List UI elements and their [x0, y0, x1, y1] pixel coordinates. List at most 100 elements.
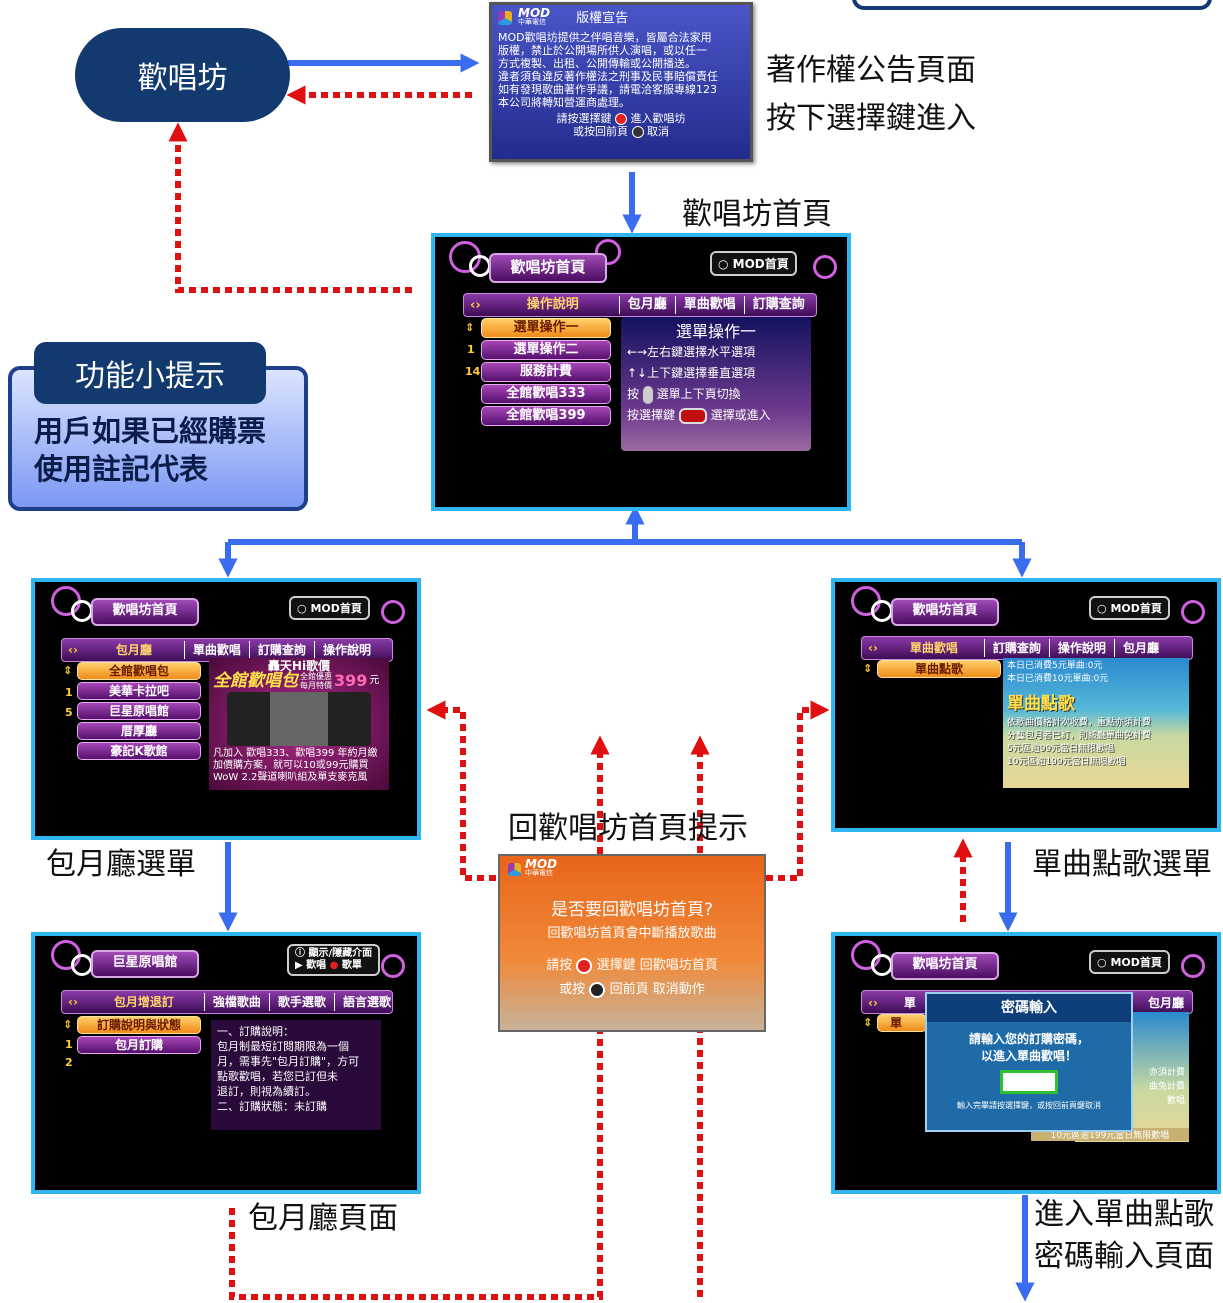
tab-singer[interactable]: 歌手選歌	[270, 993, 335, 1011]
desc-line: 包月制最短訂閱期限為一個	[217, 1040, 349, 1053]
subscribe-title: 巨星原唱館	[91, 950, 199, 978]
tab-monthly[interactable]: 包月廳	[1122, 641, 1159, 655]
promo-big: 全館歡唱包	[213, 671, 298, 691]
page-bottom: 14	[465, 365, 481, 378]
mod-logo-icon	[508, 862, 521, 876]
tab-single[interactable]: 單曲歡唱	[185, 641, 250, 659]
mod-home-label: MOD首頁	[1110, 956, 1162, 969]
password-prompt: 請輸入您的訂購密碼，	[968, 1032, 1089, 1046]
single-info: 本日已消費10元單曲:0元	[1007, 674, 1109, 684]
sing-hint: 歡唱	[306, 960, 327, 971]
pwd-entry-label-2: 密碼輸入頁面	[1034, 1239, 1214, 1274]
password-dialog: 密碼輸入 請輸入您的訂購密碼， 以進入單曲歡唱！ 輸入完畢請按選擇鍵，或按回前頁…	[925, 992, 1133, 1132]
mod-home-button[interactable]: ○ MOD首頁	[1089, 596, 1170, 620]
copyright-line: 如有發現歌曲著作爭議，請電洽客服專線123	[498, 83, 717, 96]
tab-order[interactable]: 訂購查詢	[985, 639, 1050, 657]
tab-monthly[interactable]: 包月廳	[84, 641, 185, 659]
monthly-screen: 歡唱坊首頁 ○ MOD首頁 ‹› 包月廳 單曲歡唱 訂購查詢 操作說明 ⇕ 1 …	[31, 578, 421, 840]
copyright-title: 版權宣告	[576, 10, 629, 26]
return-question: 是否要回歡唱坊首頁?	[550, 900, 714, 920]
enter-hint: 請按選擇鍵	[556, 112, 612, 125]
promo-title: 轟天Hi歌價	[267, 659, 331, 673]
mod-home-label: MOD首頁	[310, 602, 362, 615]
password-prompt: 以進入單曲歡唱！	[980, 1049, 1077, 1063]
tab-monthly[interactable]: 包月廳	[1147, 995, 1184, 1010]
promo-price: 399	[334, 671, 368, 690]
single-line: 10元區逾199元當日無限歡唱	[1007, 757, 1126, 767]
page-top: 1	[65, 1038, 73, 1051]
promo-line: WoW 2.2聲道喇叭組及單支麥克風	[213, 772, 368, 783]
home-menu-item[interactable]: 服務計費	[481, 362, 611, 382]
page-bottom: 2	[65, 1056, 73, 1069]
left-right-icon: ‹›	[68, 995, 78, 1009]
home-menu-item[interactable]: 全館歡唱399	[481, 406, 611, 426]
tip-line: 用戶如果已經購票	[34, 414, 267, 448]
subscribe-menu-item[interactable]: 包月訂購	[77, 1036, 201, 1054]
single-line: 分藝包月者已訂，則該廳單曲免計費	[1007, 731, 1152, 741]
mod-home-label: MOD首頁	[1110, 602, 1162, 615]
copyright-desc-2: 按下選擇鍵進入	[766, 101, 976, 136]
tab-operation[interactable]: 操作說明	[322, 643, 371, 657]
promo-line: 凡加入 歡唱333、歡唱399 年約月繳	[213, 748, 378, 759]
tab-order[interactable]: 訂購查詢	[752, 297, 805, 312]
page-key-icon	[642, 385, 653, 404]
monthly-menu-item[interactable]: 豪記K歌館	[77, 742, 201, 760]
mod-home-button[interactable]: ○ MOD首頁	[289, 596, 370, 620]
cancel-action[interactable]: 取消	[647, 125, 669, 138]
tab-operation[interactable]: 操作說明	[487, 296, 620, 314]
tab-single[interactable]: 單曲歡唱	[884, 639, 985, 657]
home-help-panel: 選單操作一 ←→左右鍵選擇水平選項 ↑↓上下鍵選擇垂直選項 按 選單上下頁切換 …	[621, 317, 811, 451]
cancel-key: 回前頁	[609, 982, 649, 997]
single-title: 歡唱坊首頁	[891, 598, 999, 626]
playlist-hint: 歌單	[341, 960, 362, 971]
tab-single[interactable]: 單曲歡唱	[676, 296, 745, 314]
tab-operation[interactable]: 操作說明	[1050, 639, 1115, 657]
confirm-action[interactable]: 回歡唱坊首頁	[639, 958, 718, 973]
single-menu-item[interactable]: 單曲點歌	[877, 660, 1001, 678]
copyright-screen: MOD 中華電信 版權宣告 MOD歡唱坊提供之伴唱音樂，皆屬合法家用 版權，禁止…	[489, 2, 753, 162]
single-line: 依歌曲價格計次收費，重點亦須計費	[1007, 718, 1152, 728]
subscribe-menu-item[interactable]: 訂購說明與狀態	[77, 1016, 201, 1034]
tab-monthly[interactable]: 包月廳	[620, 296, 676, 314]
single-line: 5元區逾99元當日無限歡唱	[1007, 744, 1115, 754]
brand-sub: 中華電信	[518, 18, 546, 26]
monthly-menu-item[interactable]: 厝厚廳	[77, 722, 201, 740]
view-toggle-hint: ⓘ 顯示/隱藏介面 ▶ 歡唱 ● 歌單	[287, 944, 381, 976]
monthly-menu-label: 包月廳選單	[46, 847, 196, 882]
back-key-icon	[631, 126, 644, 138]
top-right-box-fragment	[852, 0, 1212, 10]
select-key-icon	[678, 407, 707, 424]
monthly-menu-item[interactable]: 美華卡拉吧	[77, 682, 201, 700]
tip-header-label: 功能小提示	[75, 359, 225, 394]
tab-language[interactable]: 語言選歌	[342, 995, 391, 1009]
bg-fragment: 曲免計費	[1148, 1082, 1185, 1092]
copyright-line: 版權，禁止於公開場所供人演唱，或以任一	[498, 44, 707, 57]
password-input[interactable]	[1000, 1070, 1058, 1094]
mod-home-button[interactable]: ○ MOD首頁	[710, 251, 797, 276]
tab-order[interactable]: 訂購查詢	[250, 641, 315, 659]
cancel-action[interactable]: 取消動作	[652, 982, 705, 997]
copyright-desc-1: 著作權公告頁面	[766, 53, 976, 88]
monthly-menu-item[interactable]: 全館歡唱包	[77, 662, 201, 680]
tab-subscribe[interactable]: 包月增退訂	[84, 993, 205, 1011]
mod-home-label: MOD首頁	[732, 257, 789, 271]
left-right-icon: ‹›	[68, 643, 78, 657]
home-menu-item[interactable]: 全館歡唱333	[481, 384, 611, 404]
password-screen: 歡唱坊首頁 ○ MOD首頁 ‹›單 包月廳 ⇕ 單 亦須計費 曲免計費 歡唱 1…	[831, 932, 1221, 1194]
desc-line: 點歌歡唱，若您已訂但未	[217, 1070, 338, 1083]
tab-hits[interactable]: 強檔歌曲	[205, 993, 270, 1011]
start-node: 歡唱坊	[75, 28, 290, 122]
mod-home-button[interactable]: ○ MOD首頁	[1089, 950, 1170, 974]
up-down-icon: ⇕	[863, 1016, 873, 1029]
monthly-menu-item[interactable]: 巨星原唱館	[77, 702, 201, 720]
home-menu-item[interactable]: 選單操作二	[481, 340, 611, 360]
home-menu-item[interactable]: 選單操作一	[481, 318, 611, 338]
page-top: 1	[467, 343, 475, 356]
bg-fragment: 亦須計費	[1148, 1068, 1185, 1078]
return-warning: 回歡唱坊首頁會中斷播放歌曲	[547, 926, 717, 941]
tip-text: 用戶如果已經購票 使用註記代表	[34, 412, 266, 488]
page-bottom: 5	[65, 706, 73, 719]
password-footer: 輸入完畢請按選擇鍵，或按回前頁鍵取消	[957, 1101, 1101, 1110]
enter-action[interactable]: 進入歡唱坊	[630, 112, 686, 125]
return-hint-label: 回歡唱坊首頁提示	[508, 811, 748, 846]
